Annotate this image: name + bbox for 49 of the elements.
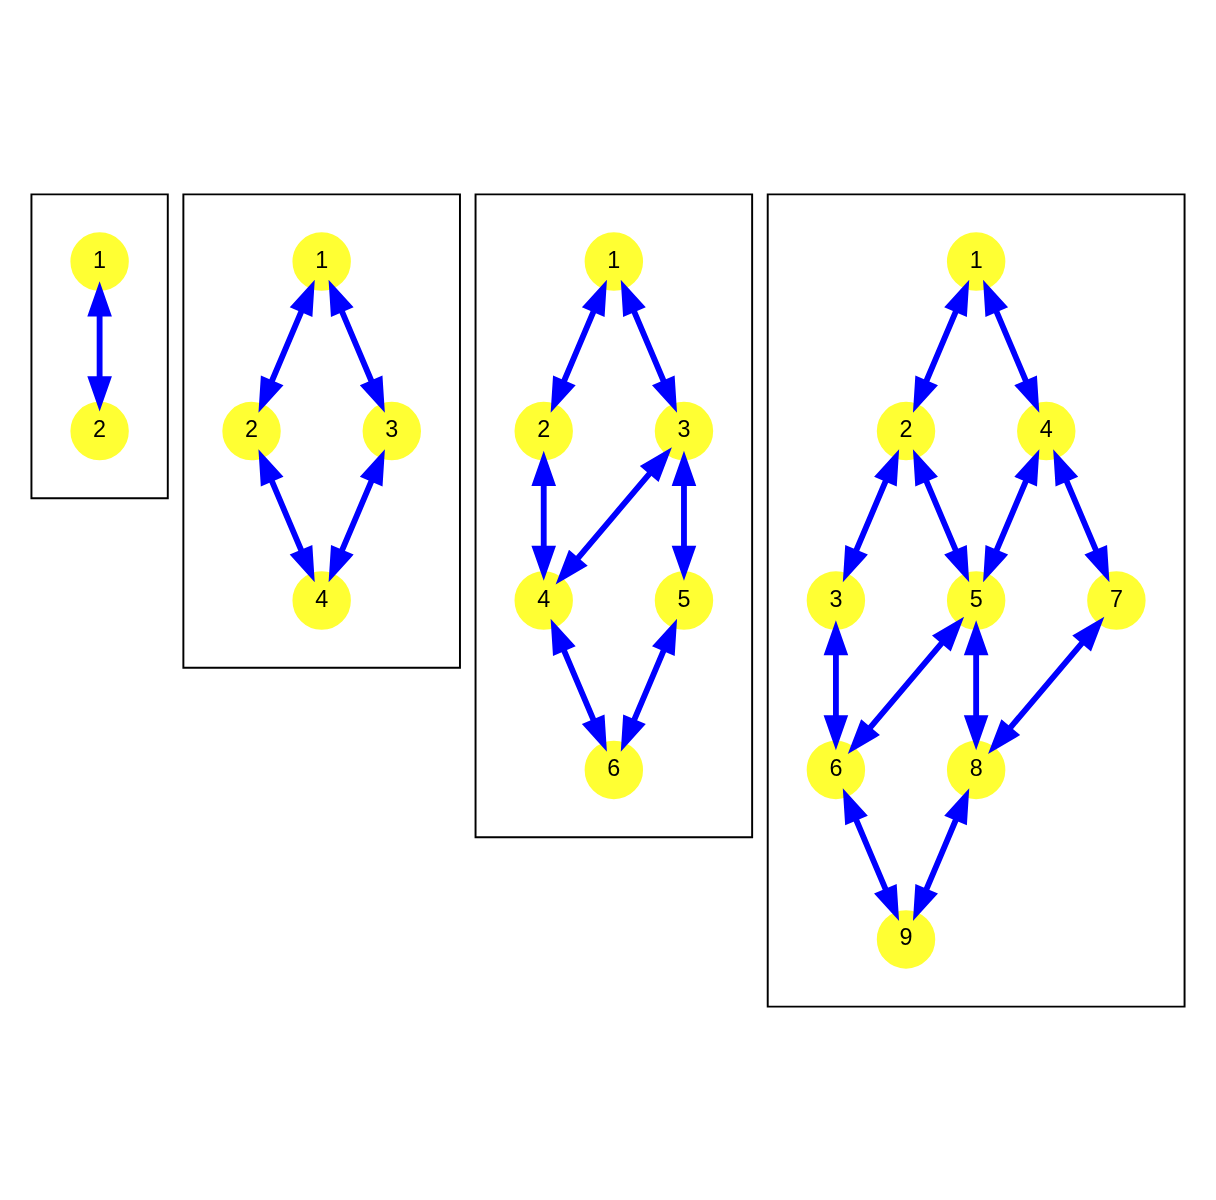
node-circle: 4 xyxy=(514,570,573,630)
arrow xyxy=(258,448,315,582)
arrow xyxy=(988,616,1105,754)
node-circle: 4 xyxy=(1017,401,1076,460)
node-circle: 4 xyxy=(292,570,351,630)
arrow xyxy=(87,280,112,411)
arrow xyxy=(671,450,697,581)
arrow xyxy=(258,279,315,413)
arrow xyxy=(983,279,1040,413)
node-circle: 1 xyxy=(946,231,1006,291)
node-circle: 6 xyxy=(806,740,866,799)
arrow xyxy=(912,279,970,413)
arrow xyxy=(847,616,965,754)
arrow xyxy=(912,787,970,921)
node-circle: 5 xyxy=(946,570,1006,630)
node-circle: 1 xyxy=(584,231,644,291)
arrow xyxy=(983,448,1040,582)
node-circle: 2 xyxy=(876,401,936,460)
arrow xyxy=(550,279,607,413)
node-circle: 3 xyxy=(806,570,866,630)
cluster xyxy=(766,192,1186,1008)
arrow xyxy=(531,450,556,581)
arrow xyxy=(620,618,678,752)
arrow xyxy=(328,448,385,582)
node-circle: 9 xyxy=(876,909,936,969)
cluster xyxy=(30,192,169,499)
node-circle: 1 xyxy=(70,231,129,291)
arrow xyxy=(1053,448,1110,582)
arrow xyxy=(912,448,970,582)
cluster xyxy=(474,192,754,838)
node-circle: 5 xyxy=(654,570,714,630)
node-circle: 1 xyxy=(292,231,351,291)
arrow xyxy=(963,619,989,750)
node-circle: 3 xyxy=(654,401,714,460)
node-circle: 2 xyxy=(514,401,573,460)
node-circle: 2 xyxy=(222,401,281,460)
cluster xyxy=(182,192,461,669)
node-circle: 3 xyxy=(362,401,421,460)
arrow xyxy=(555,446,672,584)
node-circle: 7 xyxy=(1087,570,1146,630)
arrow xyxy=(842,448,900,582)
arrow xyxy=(550,618,607,752)
node-circle: 8 xyxy=(946,740,1006,799)
arrow xyxy=(328,279,385,413)
node-circle: 6 xyxy=(584,740,644,799)
arrow xyxy=(842,787,900,921)
node-circle: 2 xyxy=(70,401,129,460)
arrow xyxy=(823,619,849,750)
arrow xyxy=(620,279,678,413)
